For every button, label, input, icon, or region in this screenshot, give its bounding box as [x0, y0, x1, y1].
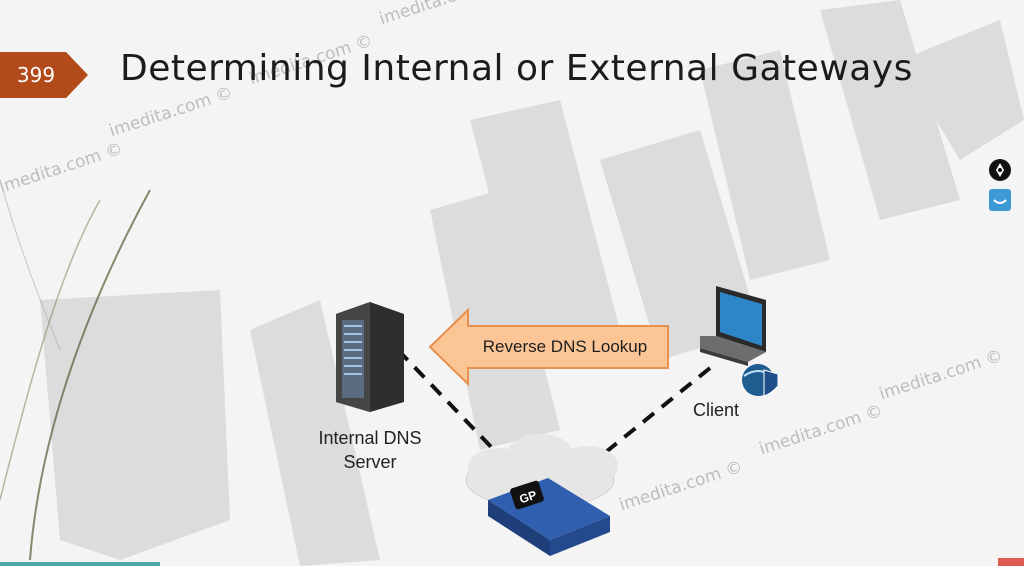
client-label: Client — [692, 400, 740, 420]
link-client-gateway — [594, 366, 712, 462]
smile-badge-icon[interactable] — [988, 188, 1012, 212]
pen-nib-icon[interactable] — [988, 158, 1012, 182]
corner-marker — [998, 558, 1024, 566]
firewall-icon — [488, 478, 610, 556]
arrow-label: Reverse DNS Lookup — [482, 337, 648, 356]
cloud-icon — [465, 434, 618, 509]
laptop-icon — [700, 286, 766, 366]
server-label-line1: Internal DNS — [318, 428, 422, 448]
reverse-dns-arrow — [428, 307, 669, 387]
page-title: Determining Internal or External Gateway… — [120, 48, 913, 89]
slide-number: 399 — [16, 63, 56, 87]
server-label: Internal DNS Server — [290, 426, 450, 474]
slide-number-badge — [0, 52, 88, 98]
server-icon — [336, 302, 404, 412]
progress-bar — [0, 562, 160, 566]
server-label-line2: Server — [343, 452, 397, 472]
globe-shield-icon — [742, 364, 779, 397]
